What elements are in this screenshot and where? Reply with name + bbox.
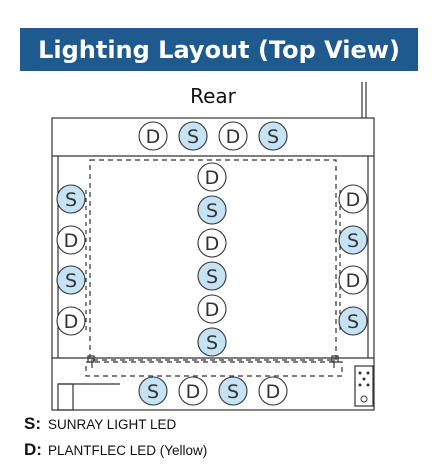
led-circle xyxy=(56,306,86,336)
led-circle xyxy=(197,327,227,357)
led-circle xyxy=(138,376,168,406)
sunray-led-front-row: S xyxy=(138,376,168,406)
led-letter: S xyxy=(65,189,77,211)
led-circle xyxy=(218,376,248,406)
plantflec-led-center-column: D xyxy=(197,228,227,258)
plantflec-led-front-row: D xyxy=(178,376,208,406)
dashed-front-rail xyxy=(85,361,343,377)
led-circle xyxy=(197,162,227,192)
led-circle xyxy=(258,121,288,151)
led-letter: S xyxy=(206,200,218,222)
led-circle xyxy=(197,294,227,324)
led-letter: D xyxy=(266,381,281,403)
legend-label-sunray: SUNRAY LIGHT LED xyxy=(48,417,177,432)
legend-label-plantflec: PLANTFLEC LED (Yellow) xyxy=(48,443,208,458)
led-circle xyxy=(178,376,208,406)
led-letter: S xyxy=(206,332,218,354)
rail-post-cap xyxy=(87,355,95,363)
led-letter: S xyxy=(206,266,218,288)
led-letter: S xyxy=(187,126,199,148)
tank-frame xyxy=(51,117,375,411)
led-letter: D xyxy=(64,311,79,333)
box-knob xyxy=(360,395,368,403)
plantflec-led-right-column: D xyxy=(338,184,368,214)
sunray-led-center-column: S xyxy=(197,261,227,291)
led-circle xyxy=(258,376,288,406)
led-circle xyxy=(178,121,208,151)
led-letter: S xyxy=(65,270,77,292)
led-letter: D xyxy=(64,230,79,252)
led-letter: D xyxy=(186,381,201,403)
box-dot xyxy=(366,383,370,387)
led-circle xyxy=(338,306,368,336)
sunray-led-right-column: S xyxy=(338,306,368,336)
led-circle xyxy=(338,184,368,214)
led-letter: S xyxy=(347,230,359,252)
plantflec-led-rear-row: D xyxy=(218,121,248,151)
sunray-led-left-column: S xyxy=(56,184,86,214)
led-circle xyxy=(197,195,227,225)
led-letter: D xyxy=(226,126,241,148)
rail-post-cap xyxy=(331,355,339,363)
led-circle xyxy=(338,225,368,255)
legend-key-plantflec: D: xyxy=(24,440,42,459)
led-letter: S xyxy=(227,381,239,403)
led-circle xyxy=(197,228,227,258)
box-dot xyxy=(366,371,370,375)
tank-outline xyxy=(51,82,375,411)
led-circle xyxy=(218,121,248,151)
plantflec-led-rear-row: D xyxy=(138,121,168,151)
led-letter: D xyxy=(205,299,220,321)
plantflec-led-center-column: D xyxy=(197,294,227,324)
led-letter: D xyxy=(346,189,361,211)
led-letter: D xyxy=(146,126,161,148)
plantflec-led-front-row: D xyxy=(258,376,288,406)
led-circle xyxy=(56,225,86,255)
led-letter: S xyxy=(267,126,279,148)
sunray-led-rear-row: S xyxy=(258,121,288,151)
plantflec-led-left-column: D xyxy=(56,225,86,255)
plantflec-led-right-column: D xyxy=(338,265,368,295)
rear-label: Rear xyxy=(190,84,236,108)
box-dot xyxy=(358,371,362,375)
dashed-light-area xyxy=(89,159,337,361)
led-letter: S xyxy=(347,311,359,333)
sunray-led-rear-row: S xyxy=(178,121,208,151)
led-letter: D xyxy=(205,233,220,255)
sunray-led-left-column: S xyxy=(56,265,86,295)
led-letter: S xyxy=(147,381,159,403)
diagram-title: Lighting Layout (Top View) xyxy=(38,35,400,64)
legend-sunray: S: SUNRAY LIGHT LED xyxy=(24,414,176,434)
led-letter: D xyxy=(205,167,220,189)
plantflec-led-center-column: D xyxy=(197,162,227,192)
led-circle xyxy=(56,184,86,214)
plantflec-led-left-column: D xyxy=(56,306,86,336)
front-right-box-dots xyxy=(358,371,370,403)
led-circle xyxy=(56,265,86,295)
front-right-box xyxy=(354,365,374,407)
legend-key-sunray: S: xyxy=(24,414,42,433)
sunray-led-center-column: S xyxy=(197,327,227,357)
box-dot xyxy=(358,383,362,387)
sunray-led-center-column: S xyxy=(197,195,227,225)
led-circle xyxy=(338,265,368,295)
led-letter: D xyxy=(346,270,361,292)
box-dot xyxy=(362,377,366,381)
led-circle xyxy=(138,121,168,151)
legend-plantflec: D: PLANTFLEC LED (Yellow) xyxy=(24,440,207,460)
sunray-led-right-column: S xyxy=(338,225,368,255)
led-circle xyxy=(197,261,227,291)
sunray-led-front-row: S xyxy=(218,376,248,406)
title-banner: Lighting Layout (Top View) xyxy=(20,28,418,71)
front-left-bracket xyxy=(57,383,74,411)
